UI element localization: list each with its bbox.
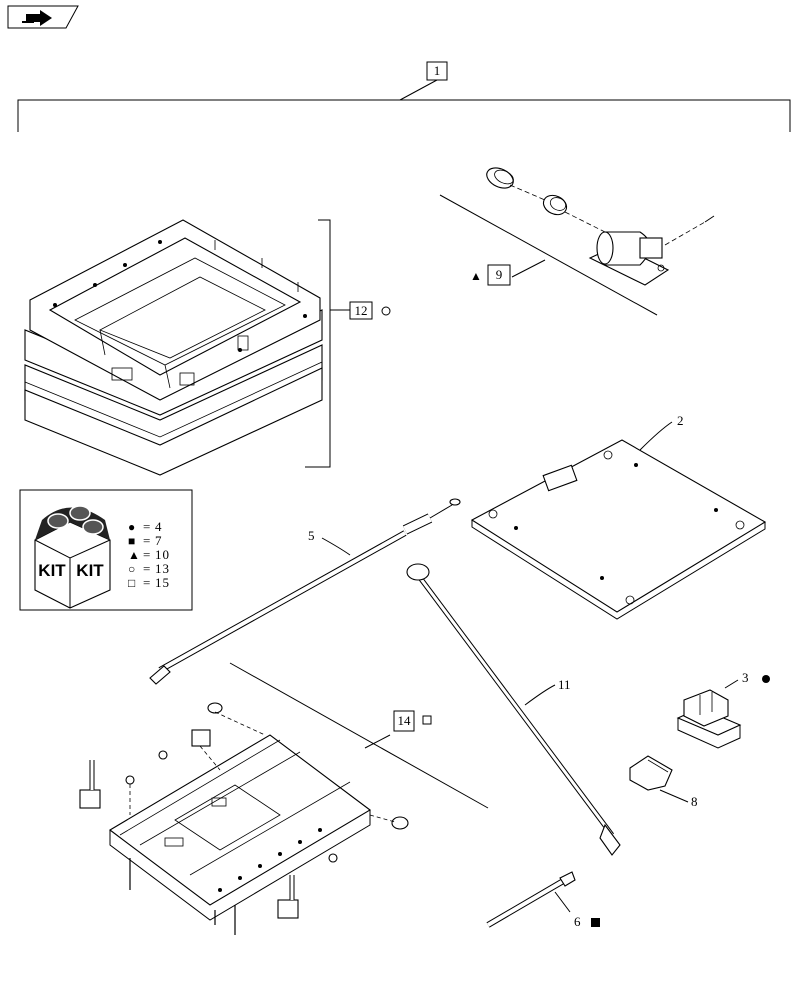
svg-text:=: = (143, 533, 151, 548)
callout-12: 12 (355, 303, 368, 318)
open-circle-marker (381, 306, 391, 316)
knob (629, 755, 673, 791)
open-square-glyph: □ (128, 576, 135, 590)
legend-row-triangle: ▲ = 10 (128, 547, 170, 562)
rod (406, 563, 621, 856)
filled-circle-glyph: ● (128, 520, 135, 534)
svg-text:=: = (143, 519, 151, 534)
callout-11: 11 (558, 677, 571, 692)
callout-5: 5 (308, 528, 315, 543)
bellows-cover (24, 219, 323, 476)
callout-box-9 (487, 264, 511, 286)
svg-text:=: = (143, 547, 151, 562)
legend-row-circle: ● = 4 (128, 519, 163, 534)
next-page-button[interactable] (7, 5, 79, 29)
handle-assembly (676, 689, 742, 749)
svg-text:=: = (143, 575, 151, 590)
open-square-marker (422, 715, 432, 725)
compressor-group (439, 167, 715, 316)
svg-text:10: 10 (155, 547, 170, 562)
next-page-arrow-icon (22, 10, 52, 26)
callout-1: 1 (434, 63, 441, 78)
svg-text:4: 4 (155, 519, 163, 534)
callout-8: 8 (691, 794, 698, 809)
svg-text:13: 13 (155, 561, 170, 576)
svg-text:15: 15 (155, 575, 170, 590)
callout-3: 3 (742, 670, 749, 685)
legend-row-open-circle: ○ = 13 (128, 561, 170, 576)
filled-circle-marker (762, 675, 770, 683)
item-1-bracket: 1 (17, 61, 791, 132)
kit-label-right: KIT (76, 561, 104, 580)
svg-text:7: 7 (155, 533, 163, 548)
callout-box-14 (393, 710, 415, 732)
callout-6: 6 (574, 914, 581, 929)
legend-row-open-square: □ = 15 (128, 575, 170, 590)
slide-rail-assembly (79, 662, 489, 935)
kit-label-left: KIT (38, 561, 66, 580)
svg-text:=: = (143, 561, 151, 576)
pin (486, 871, 576, 928)
callout-14: 14 (398, 713, 412, 728)
open-circle-glyph: ○ (128, 562, 135, 576)
mounting-plate (470, 439, 767, 620)
kit-box-icon: KIT KIT (34, 505, 111, 609)
filled-square-glyph: ■ (128, 534, 135, 548)
legend-row-square: ■ = 7 (128, 533, 163, 548)
filled-triangle-glyph: ▲ (128, 548, 140, 562)
callout-2: 2 (677, 413, 684, 428)
kit-legend: KIT KIT ● = 4 ■ = 7 ▲ = 10 ○ = 13 □ = 15 (19, 489, 193, 611)
callout-box-12 (349, 301, 373, 320)
cable (149, 498, 461, 685)
filled-triangle-marker: ▲ (470, 269, 482, 283)
callout-9: 9 (496, 267, 503, 282)
filled-square-marker (591, 918, 600, 927)
